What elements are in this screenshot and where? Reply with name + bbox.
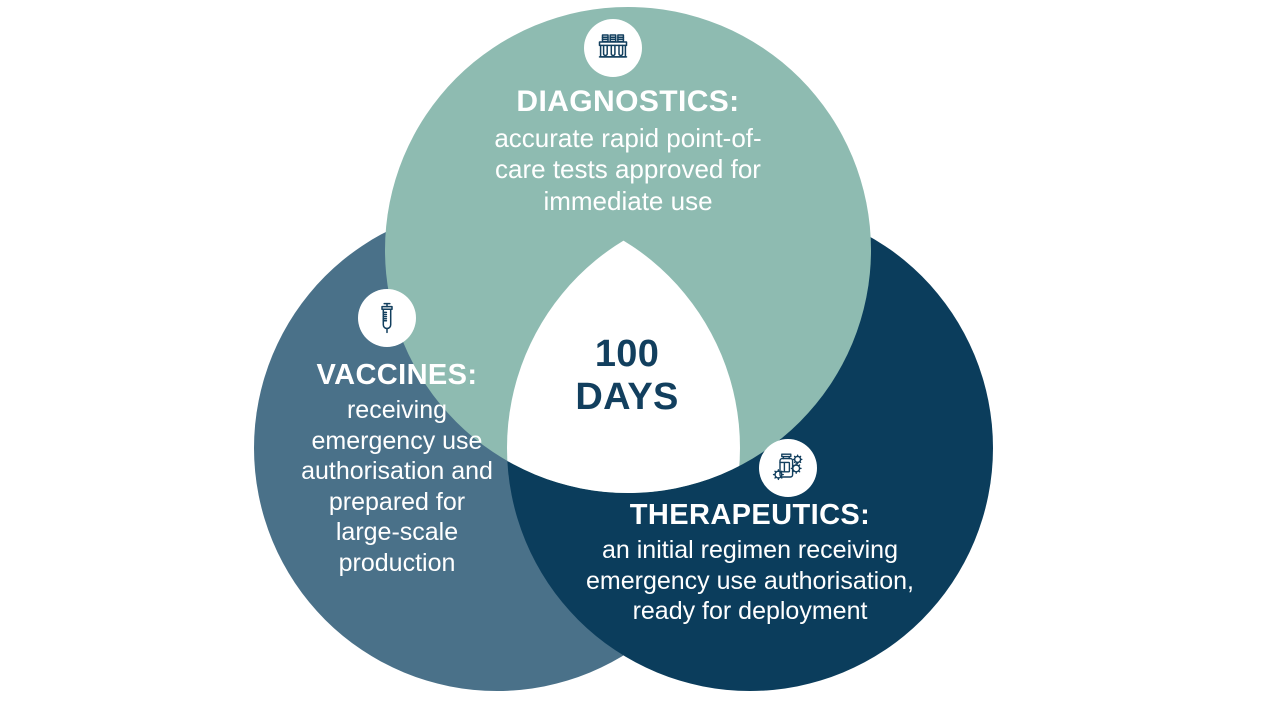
diagnostics-description-line-3: immediate use (543, 186, 713, 217)
center-label: 100 DAYS (523, 333, 731, 420)
diagnostics-description-line-2: care tests approved for (495, 154, 761, 185)
therapeutics-description-line-3: ready for deployment (632, 597, 868, 626)
vaccines-description-line-6: production (338, 548, 456, 577)
therapeutics-description-line-2: emergency use authorisation, (586, 566, 914, 595)
vaccines-description-line-1: receiving (346, 396, 448, 425)
vaccines-title: VACCINES: (316, 359, 478, 391)
vaccines-description-line-2: emergency use (311, 426, 483, 455)
syringe-icon (358, 289, 416, 347)
therapeutics-title: THERAPEUTICS: (629, 499, 871, 531)
medicine-vial-virus-icon (759, 439, 817, 497)
center-label-unit: DAYS (575, 376, 679, 419)
vaccines-label: VACCINES: receiving emergency use author… (272, 358, 522, 578)
therapeutics-description-line-1: an initial regimen receiving (602, 536, 898, 565)
center-label-number: 100 (594, 333, 660, 375)
vaccines-description-line-4: prepared for (328, 487, 466, 516)
vaccines-description-line-5: large-scale (335, 518, 459, 547)
vaccines-description-line-3: authorisation and (301, 457, 493, 486)
diagnostics-description-line-1: accurate rapid point-of- (494, 122, 762, 153)
test-tube-rack-icon (584, 19, 642, 77)
diagnostics-title: DIAGNOSTICS: (516, 85, 740, 118)
therapeutics-label: THERAPEUTICS: an initial regimen receivi… (541, 498, 959, 627)
diagnostics-label: DIAGNOSTICS: accurate rapid point-of- ca… (440, 84, 816, 218)
